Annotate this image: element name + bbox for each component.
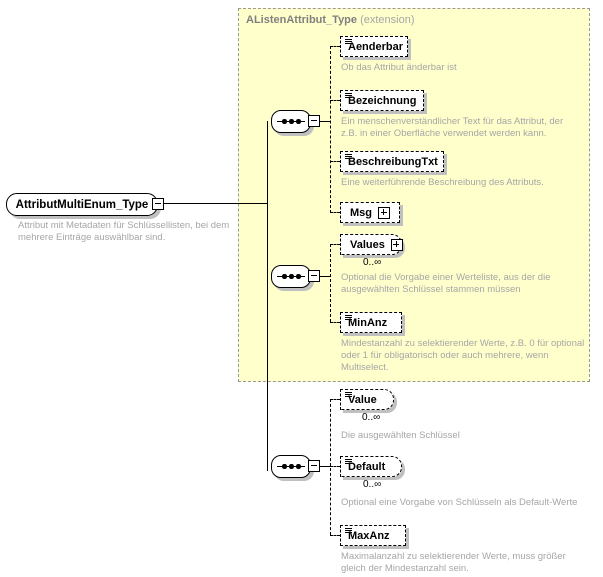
element-documentation-value: Die ausgewählten Schlüssel — [341, 430, 460, 441]
branch-line-bezeichnung — [330, 100, 340, 101]
extension-group — [238, 8, 590, 382]
extension-kind-label: (extension) — [360, 14, 415, 26]
sequence-dot — [282, 464, 287, 469]
element-documentation-minanz: Mindestanzahl zu selektierender Werte, z… — [341, 338, 585, 373]
sequence-2-stub-line — [320, 276, 330, 278]
sequence-dot — [282, 119, 287, 124]
element-expand-toggle-values[interactable] — [390, 238, 403, 251]
sequence-3-stub-line — [320, 466, 330, 468]
simple-content-icon — [345, 527, 352, 534]
simple-content-icon — [345, 92, 352, 99]
sequence-dot — [296, 119, 301, 124]
root-connector-line — [164, 203, 268, 205]
root-type-label: AttributMultiEnum_Type — [15, 198, 149, 211]
simple-content-icon — [345, 153, 352, 160]
sequence-dot — [289, 119, 294, 124]
element-box-default[interactable]: Default — [340, 456, 402, 477]
element-box-msg[interactable]: Msg — [340, 202, 400, 223]
branch-line-aenderbar — [330, 46, 340, 47]
element-box-value[interactable]: Value — [340, 389, 394, 410]
element-box-aenderbar[interactable]: Aenderbar — [340, 36, 408, 57]
element-documentation-default: Optional eine Vorgabe von Schlüsseln als… — [341, 497, 578, 508]
sequence-dot — [289, 274, 294, 279]
element-box-values[interactable]: Values — [340, 234, 403, 255]
sequence-node-inherited-1[interactable] — [271, 110, 311, 133]
root-type-box[interactable]: AttributMultiEnum_Type — [6, 193, 158, 216]
element-expand-toggle-msg[interactable] — [378, 206, 390, 219]
sequence-3-collapse-toggle[interactable] — [308, 460, 320, 472]
main-trunk-line — [267, 121, 269, 471]
element-box-beschreibungtxt[interactable]: BeschreibungTxt — [340, 151, 444, 172]
branch-line-maxanz — [330, 535, 340, 536]
sequence-2-collapse-toggle[interactable] — [308, 270, 320, 282]
element-cardinality-default: 0..∞ — [363, 479, 382, 490]
root-type-documentation: Attribut mit Metadaten für Schlüssellist… — [18, 220, 230, 243]
branch-line-values — [330, 244, 340, 245]
element-label: Default — [348, 460, 386, 473]
element-documentation-beschreibungtxt: Eine weiterführende Beschreibung des Att… — [341, 177, 544, 188]
sequence-dot — [289, 464, 294, 469]
element-label: Value — [348, 393, 377, 406]
element-label: Msg — [350, 206, 372, 219]
simple-content-icon — [345, 38, 352, 45]
element-box-minanz[interactable]: MinAnz — [340, 312, 402, 333]
sequence-dot — [282, 274, 287, 279]
branch-line-default — [330, 466, 340, 467]
branch-line-beschreibungtxt — [330, 161, 340, 162]
element-label: Bezeichnung — [348, 94, 417, 107]
element-documentation-bezeichnung: Ein menschenverständlicher Text für das … — [341, 116, 564, 139]
branch-line-value — [330, 399, 340, 400]
simple-content-icon — [345, 391, 352, 398]
extension-base-type: AListenAttribut_Type — [246, 14, 358, 26]
sequence-node-own[interactable] — [271, 455, 311, 478]
element-documentation-aenderbar: Ob das Attribut änderbar ist — [341, 62, 457, 73]
element-label: Aenderbar — [348, 40, 404, 53]
element-label: Values — [350, 238, 385, 251]
simple-content-icon — [345, 314, 352, 321]
branch-bus-1 — [330, 46, 331, 213]
sequence-dot — [296, 464, 301, 469]
element-cardinality-value: 0..∞ — [362, 412, 381, 423]
element-box-maxanz[interactable]: MaxAnz — [340, 525, 406, 546]
branch-bus-2 — [330, 244, 331, 322]
simple-content-icon — [345, 458, 352, 465]
sequence-1-stub-line — [320, 121, 330, 123]
element-label: MaxAnz — [348, 529, 390, 542]
root-type-collapse-toggle[interactable] — [152, 198, 164, 210]
branch-bus-3 — [330, 399, 331, 535]
element-cardinality-values: 0..∞ — [363, 257, 382, 268]
element-label: BeschreibungTxt — [348, 155, 438, 168]
extension-group-title: AListenAttribut_Type (extension) — [246, 14, 415, 26]
sequence-1-collapse-toggle[interactable] — [308, 115, 320, 127]
branch-line-msg — [330, 212, 340, 213]
sequence-node-inherited-2[interactable] — [271, 265, 311, 288]
element-documentation-maxanz: Maximalanzahl zu selektierender Werte, m… — [341, 551, 566, 574]
sequence-dot — [296, 274, 301, 279]
branch-line-minanz — [330, 322, 340, 323]
element-box-bezeichnung[interactable]: Bezeichnung — [340, 90, 424, 111]
element-documentation-values: Optional die Vorgabe einer Werteliste, a… — [341, 272, 551, 295]
element-label: MinAnz — [348, 316, 388, 329]
